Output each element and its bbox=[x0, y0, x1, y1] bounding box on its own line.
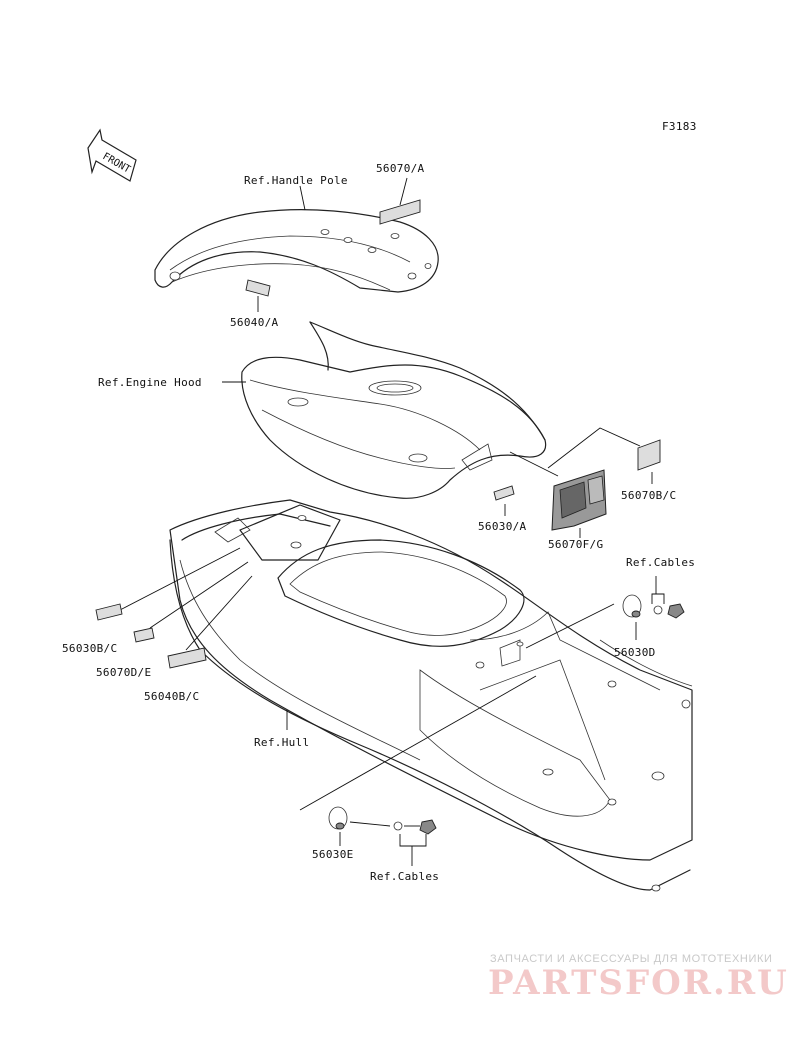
decal-56030A bbox=[493, 485, 515, 501]
decal-56070DE bbox=[133, 627, 155, 643]
leader-cables-bottom-b bbox=[412, 834, 427, 847]
leader-handle-pole bbox=[299, 185, 306, 211]
label-56030D: 56030D bbox=[614, 646, 656, 659]
decal-56070FG bbox=[551, 469, 607, 531]
label-hull: Ref.Hull bbox=[254, 736, 309, 749]
label-56070DE: 56070D/E bbox=[96, 666, 151, 679]
label-56040A: 56040/A bbox=[230, 316, 279, 329]
leader-cables-top-b bbox=[656, 593, 665, 604]
label-handle-pole: Ref.Handle Pole bbox=[244, 174, 348, 187]
watermark-logo: PARTSFOR.RU bbox=[488, 963, 789, 1003]
leader-56070FG-a bbox=[509, 451, 559, 477]
decal-56030D bbox=[622, 594, 685, 619]
leader-56030BC bbox=[119, 547, 241, 611]
leader-56070A bbox=[399, 177, 408, 206]
label-cables-bottom: Ref.Cables bbox=[370, 870, 439, 883]
leader-56030E-callout bbox=[299, 675, 537, 811]
label-56030A: 56030/A bbox=[478, 520, 527, 533]
label-56030BC: 56030B/C bbox=[62, 642, 117, 655]
leader-56070FG-b bbox=[547, 427, 641, 469]
decal-56070BC bbox=[637, 439, 661, 471]
leader-56030D-callout bbox=[525, 603, 615, 649]
front-arrow-icon: FRONT bbox=[87, 128, 137, 182]
label-engine-hood: Ref.Engine Hood bbox=[98, 376, 202, 389]
label-56030E: 56030E bbox=[312, 848, 354, 861]
decal-56030BC bbox=[95, 603, 123, 621]
leader-56040BC bbox=[185, 575, 253, 651]
decal-56040BC bbox=[167, 647, 207, 669]
leader-cable-link-1 bbox=[349, 821, 391, 827]
watermark-tagline: ЗАПЧАСТИ И АКСЕССУАРЫ ДЛЯ МОТОТЕХНИКИ bbox=[490, 953, 773, 965]
decal-56030E bbox=[328, 806, 437, 835]
engine-hood-part bbox=[241, 321, 547, 499]
figure-code: F3183 bbox=[662, 120, 697, 133]
label-56040BC: 56040B/C bbox=[144, 690, 199, 703]
decal-56040A bbox=[245, 279, 271, 297]
leader-56070DE bbox=[149, 561, 249, 629]
label-56070A: 56070/A bbox=[376, 162, 425, 175]
leader-cables-bottom bbox=[399, 834, 413, 866]
leader-cables-top-a bbox=[651, 593, 656, 604]
label-cables-top: Ref.Cables bbox=[626, 556, 695, 569]
decal-56070A bbox=[379, 199, 421, 225]
label-56070BC: 56070B/C bbox=[621, 489, 676, 502]
hull-part bbox=[169, 499, 693, 892]
label-56070FG: 56070F/G bbox=[548, 538, 603, 551]
handle-pole-part bbox=[154, 209, 439, 293]
